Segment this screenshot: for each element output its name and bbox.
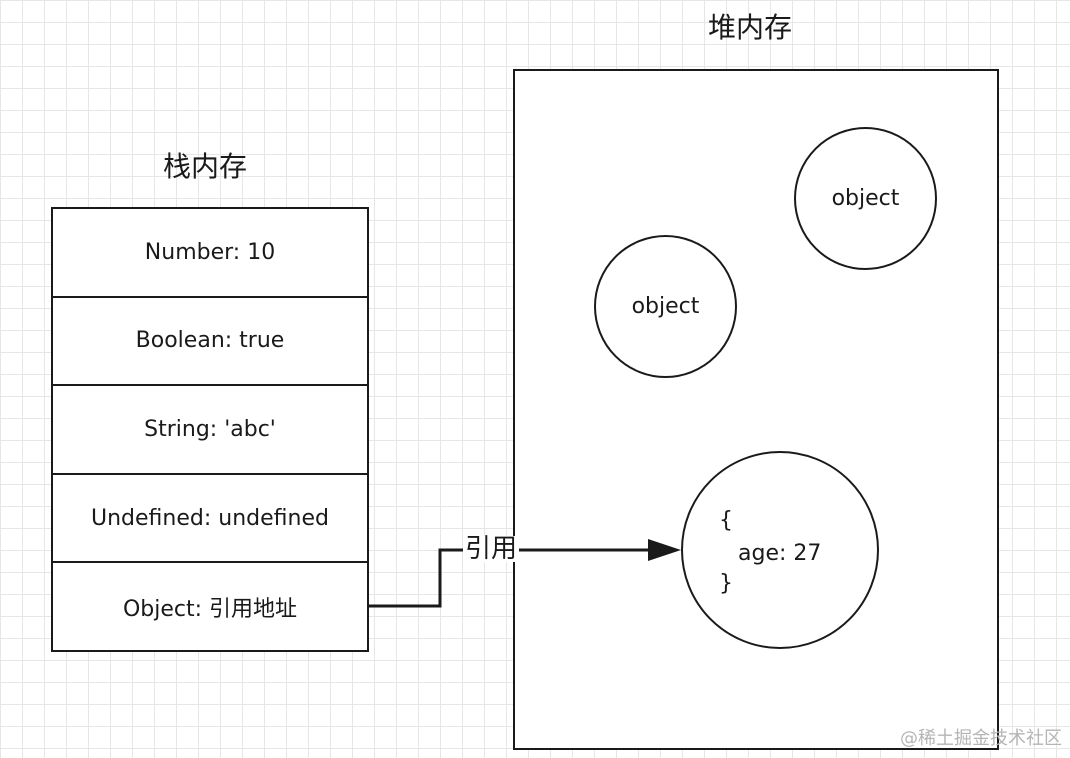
object-age-property: age: 27	[738, 541, 822, 566]
object-open-brace: {	[719, 508, 733, 533]
stack-cell-boolean: Boolean: true	[53, 298, 367, 387]
heap-object-label: object	[631, 294, 700, 319]
object-close-brace: }	[719, 571, 733, 596]
heap-referenced-object-node: { age: 27 }	[681, 451, 879, 649]
stack-cell-number: Number: 10	[53, 209, 367, 298]
heap-title: 堆内存	[708, 11, 793, 44]
reference-label: 引用	[463, 534, 520, 564]
stack-memory-box: Number: 10 Boolean: true String: 'abc' U…	[51, 207, 369, 652]
heap-object-node: object	[594, 235, 737, 378]
watermark: @稀土掘金技术社区	[900, 728, 1062, 749]
stack-title: 栈内存	[163, 150, 248, 183]
stack-cell-string: String: 'abc'	[53, 386, 367, 475]
stack-cell-undefined: Undefined: undefined	[53, 475, 367, 564]
heap-object-label: object	[831, 186, 900, 211]
heap-object-node: object	[794, 127, 937, 270]
stack-cell-object: Object: 引用地址	[122, 596, 298, 622]
